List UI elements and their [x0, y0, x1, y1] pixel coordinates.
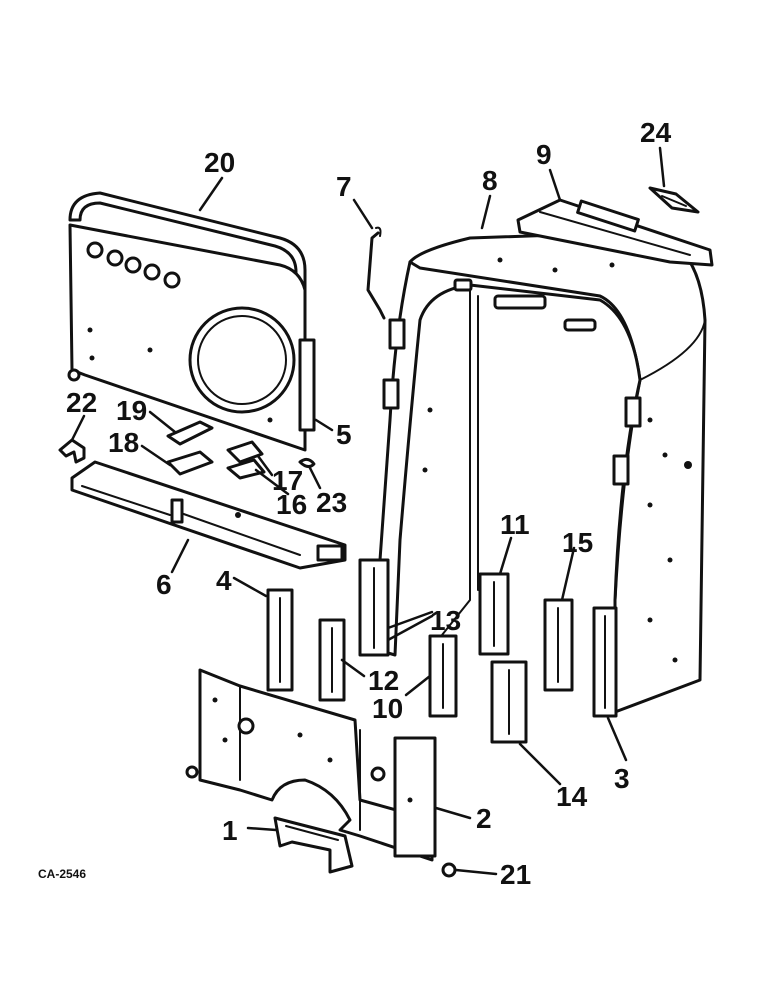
callout-1: 1: [222, 815, 238, 846]
callout-10: 10: [372, 693, 403, 724]
plate-part-24: [648, 186, 700, 214]
bracket-part-1: [273, 816, 354, 874]
bracket-part-17: [226, 440, 264, 464]
callout-20: 20: [204, 147, 235, 178]
callout-9: 9: [536, 139, 552, 170]
figure-code: CA-2546: [38, 867, 86, 881]
callout-5: 5: [336, 419, 352, 450]
strip-part-10: [428, 634, 458, 718]
callout-11: 11: [500, 509, 530, 540]
leader-lines: [70, 146, 666, 876]
callout-4: 4: [216, 565, 232, 596]
nut-part-21: [441, 862, 457, 878]
callout-8: 8: [482, 165, 498, 196]
strip-part-3: [592, 606, 618, 718]
strip-part-11: [478, 572, 510, 656]
rod-part-7: [366, 226, 386, 320]
clip-part-23: [298, 457, 316, 469]
callout-23: 23: [316, 487, 347, 518]
callout-3: 3: [614, 763, 630, 794]
callout-16: 16: [276, 489, 307, 520]
strip-part-14: [490, 660, 528, 744]
lower-rail-part-6: [70, 460, 347, 570]
callout-labels: 20 7 8 9 24 5 22 19 18 17 16 23 6 4 11 1…: [66, 117, 672, 890]
callout-2: 2: [476, 803, 492, 834]
strip-part-4: [266, 588, 294, 692]
clip-part-22: [58, 438, 86, 464]
bracket-part-16: [226, 458, 266, 480]
callout-14: 14: [556, 781, 588, 812]
hood-shroud-part-8: [376, 230, 707, 714]
strip-part-13: [358, 558, 390, 657]
bracket-part-19: [166, 420, 214, 446]
strip-part-12: [318, 618, 346, 702]
strip-part-15: [543, 598, 574, 692]
callout-24: 24: [640, 117, 672, 148]
radiator-panel-part-5: [67, 223, 316, 452]
callout-17: 17: [272, 465, 303, 496]
callout-7: 7: [336, 171, 352, 202]
top-plate-part-9: [516, 198, 714, 267]
callout-6: 6: [156, 569, 172, 600]
callout-12: 12: [368, 665, 399, 696]
callout-22: 22: [66, 387, 97, 418]
bracket-part-18: [166, 450, 214, 476]
callout-15: 15: [562, 527, 593, 558]
callout-19: 19: [116, 395, 147, 426]
callout-21: 21: [500, 859, 531, 890]
callout-13: 13: [430, 605, 461, 636]
lower-panel-part-2: [185, 668, 437, 862]
callout-18: 18: [108, 427, 139, 458]
